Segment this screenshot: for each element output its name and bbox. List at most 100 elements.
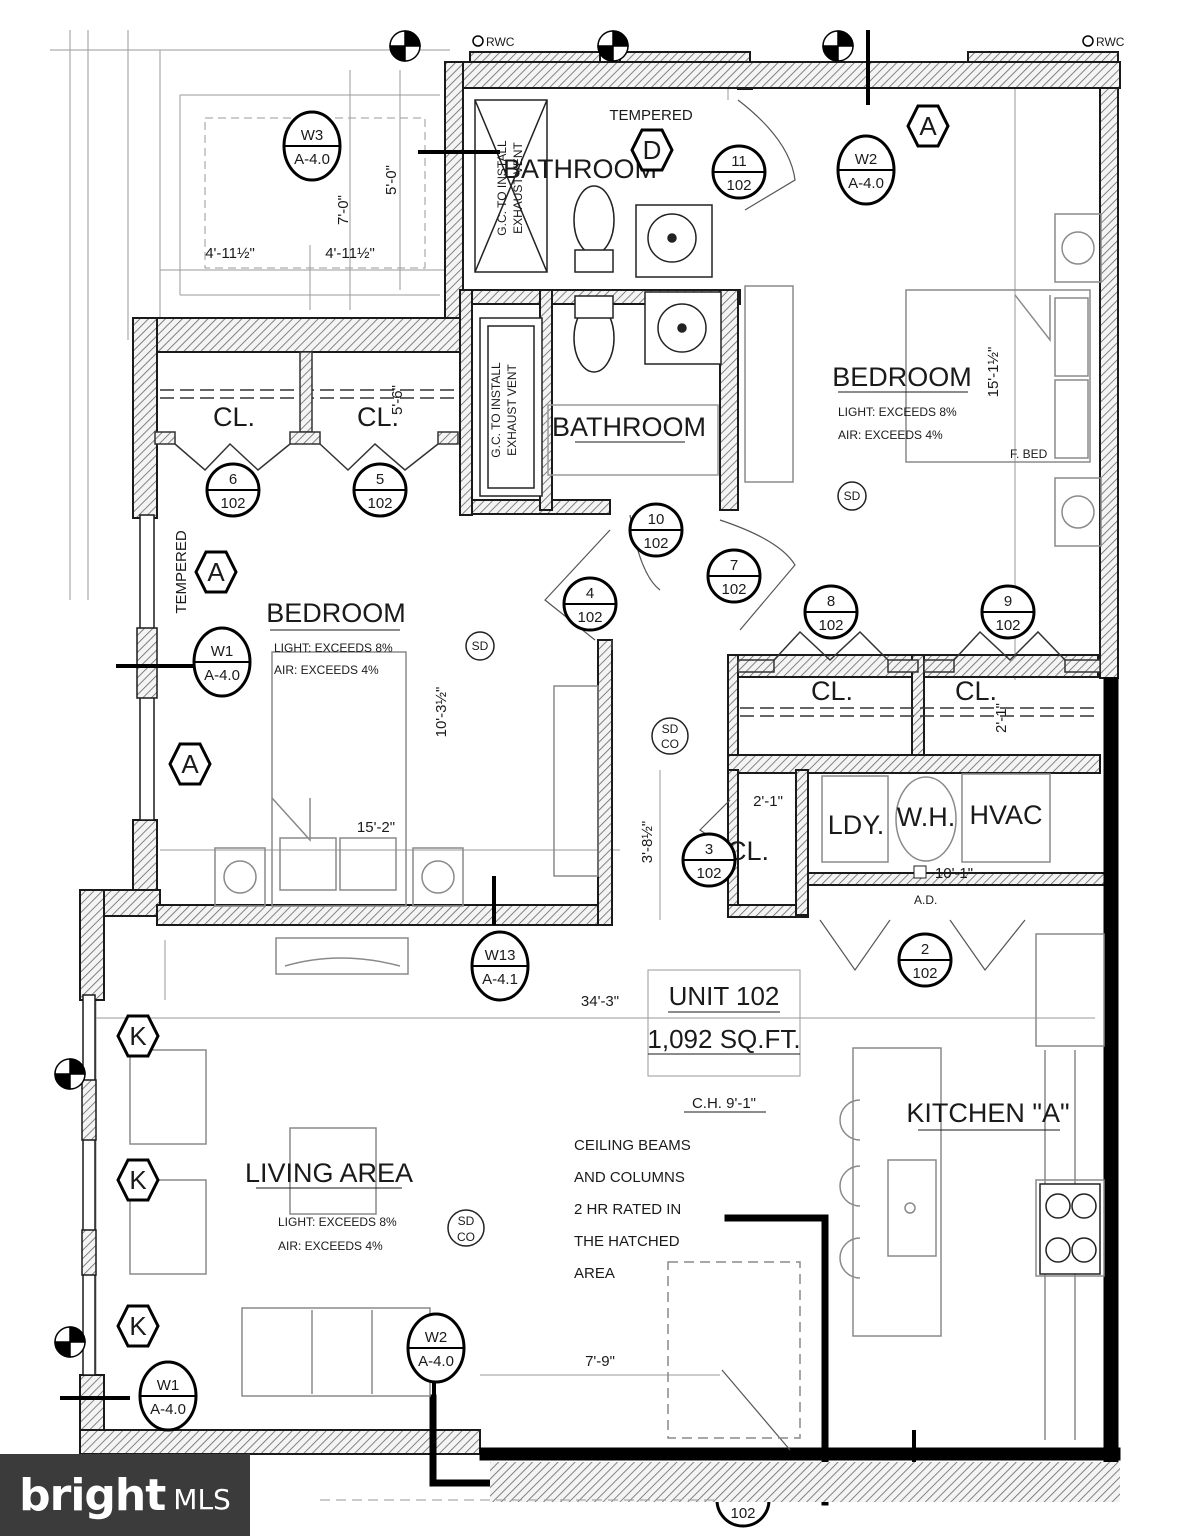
room-label-bathroom-2: BATHROOM [552, 412, 706, 442]
door-tag-4-sheet: 102 [577, 609, 602, 626]
door-tag-6-sheet: 102 [220, 495, 245, 512]
door-tag-4-num: 4 [586, 585, 594, 602]
window-tag-w2-bottom-id: W2 [425, 1329, 448, 1346]
window-tag-w2-bottom-sheet: A-4.0 [418, 1353, 454, 1370]
exterior-wall [429, 677, 1121, 1506]
vent-note-2-line2: EXHAUST VENT [505, 363, 519, 455]
tempered-note-top: TEMPERED [609, 107, 693, 124]
sdco-label-living-sd: SD [458, 1214, 475, 1228]
window-tag-w13-sheet: A-4.1 [482, 971, 518, 988]
hex-tag-a-left-1: A [207, 557, 225, 587]
sd-label-left: SD [472, 639, 489, 653]
room-label-laundry: LDY. [828, 810, 885, 840]
ground-hatch [490, 1462, 1120, 1502]
dim-7-0: 7'-0" [335, 195, 352, 225]
dim-3-8: 3'-8½" [639, 821, 656, 863]
hex-tag-labels: A D A A K K K [129, 111, 937, 1341]
hex-tag-k-1: K [129, 1021, 147, 1051]
air-drain-symbol [913, 865, 927, 879]
dim-15-2: 15'-2" [357, 819, 395, 836]
door-tag-dividers [207, 171, 1034, 1501]
door-tag-11-num: 11 [731, 153, 747, 170]
door-tag-1-sheet: 102 [730, 1505, 755, 1522]
window-tag-w1-top-sheet: A-4.0 [204, 667, 240, 684]
ceiling-note-4: THE HATCHED [574, 1233, 680, 1250]
dim-5-6: 5'-6" [389, 385, 406, 415]
dim-15-1: 15'-1½" [985, 347, 1002, 398]
sdco-label-hall-co: CO [661, 737, 679, 751]
vent-note-2-line1: G.C. TO INSTALL [489, 362, 503, 458]
column-markers [54, 30, 1094, 1358]
door-tag-9-sheet: 102 [995, 617, 1020, 634]
window-tag-w1-bottom-id: W1 [157, 1377, 180, 1394]
window-tag-w2-top-sheet: A-4.0 [848, 175, 884, 192]
room-label-water-heater: W.H. [897, 802, 956, 832]
door-tag-11-sheet: 102 [726, 177, 751, 194]
window-tag-w2-top-id: W2 [855, 151, 878, 168]
furniture [129, 213, 1105, 1440]
door-tag-7-sheet: 102 [721, 581, 746, 598]
door-tag-7-num: 7 [730, 557, 738, 574]
dim-2-1-b: 2'-1" [753, 793, 783, 810]
hex-tag-d: D [643, 135, 662, 165]
rwc-label-1: RWC [486, 35, 515, 49]
door-tag-10-sheet: 102 [643, 535, 668, 552]
sdco-label-living-co: CO [457, 1230, 475, 1244]
label-underlines [256, 391, 1060, 1189]
door-tag-5-sheet: 102 [367, 495, 392, 512]
air-note-living: AIR: EXCEEDS 4% [278, 1239, 383, 1253]
vent-note-1-line2: EXHAUST VENT [511, 141, 525, 233]
dim-7-9: 7'-9" [585, 1353, 615, 1370]
door-tag-2-num: 2 [921, 941, 929, 958]
room-label-closet-1: CL. [213, 402, 255, 432]
ceiling-height: C.H. 9'-1" [692, 1095, 756, 1112]
door-tag-labels: 1 102 2 102 3 102 4 102 5 102 6 102 7 10… [220, 153, 1020, 1522]
hex-tag-k-2: K [129, 1165, 147, 1195]
dim-4-11-a: 4'-11½" [205, 245, 255, 262]
room-label-bathroom-1: BATHROOM [503, 154, 657, 184]
air-note-bedroom-right: AIR: EXCEEDS 4% [838, 428, 943, 442]
ceiling-note-2: AND COLUMNS [574, 1169, 685, 1186]
room-label-hvac: HVAC [969, 800, 1042, 830]
room-label-closet-3: CL. [811, 676, 853, 706]
full-bed-note: F. BED [1010, 447, 1048, 461]
window-tag-dividers [140, 145, 894, 1397]
watermark-suffix: MLS [173, 1482, 231, 1516]
dim-5-0: 5'-0" [383, 165, 400, 195]
vent-note-1-line1: G.C. TO INSTALL [495, 140, 509, 236]
door-swings [544, 99, 1026, 1451]
room-label-living: LIVING AREA [245, 1158, 413, 1188]
light-note-bedroom-right: LIGHT: EXCEEDS 8% [838, 405, 957, 419]
door-tag-6-num: 6 [229, 471, 237, 488]
bath-fixtures [474, 99, 722, 497]
smoke-detectors [447, 481, 867, 1247]
room-label-closet-4: CL. [955, 676, 997, 706]
window-tag-labels: W3 A-4.0 W2 A-4.0 W1 A-4.0 W13 A-4.1 W2 … [150, 127, 884, 1418]
hex-tag-a-left-2: A [181, 749, 199, 779]
tempered-note-left: TEMPERED [173, 530, 190, 614]
window-tag-w3-id: W3 [301, 127, 324, 144]
door-tag-3-num: 3 [705, 841, 713, 858]
door-tag-10-num: 10 [648, 511, 665, 528]
sdco-label-hall-sd: SD [662, 722, 679, 736]
unit-area: 1,092 SQ.FT. [647, 1024, 800, 1054]
window-tag-w1-top-id: W1 [211, 643, 234, 660]
room-label-bedroom-left: BEDROOM [266, 598, 406, 628]
dim-10-3: 10'-3½" [433, 687, 450, 738]
door-tag-3-sheet: 102 [696, 865, 721, 882]
unit-box [647, 969, 801, 1077]
rwc-label-2: RWC [1096, 35, 1125, 49]
watermark-brand: bright [19, 1469, 166, 1521]
hex-tags [116, 104, 950, 1348]
ceiling-note-3: 2 HR RATED IN [574, 1201, 681, 1218]
light-note-bedroom-left: LIGHT: EXCEEDS 8% [274, 641, 393, 655]
door-tag-5-num: 5 [376, 471, 384, 488]
window-tag-w1-bottom-sheet: A-4.0 [150, 1401, 186, 1418]
door-tag-8-sheet: 102 [818, 617, 843, 634]
ceiling-note-1: CEILING BEAMS [574, 1137, 691, 1154]
dim-4-11-b: 4'-11½" [325, 245, 375, 262]
door-tag-9-num: 9 [1004, 593, 1012, 610]
dim-34-3: 34'-3" [581, 993, 619, 1010]
room-label-closet-2: CL. [357, 402, 399, 432]
